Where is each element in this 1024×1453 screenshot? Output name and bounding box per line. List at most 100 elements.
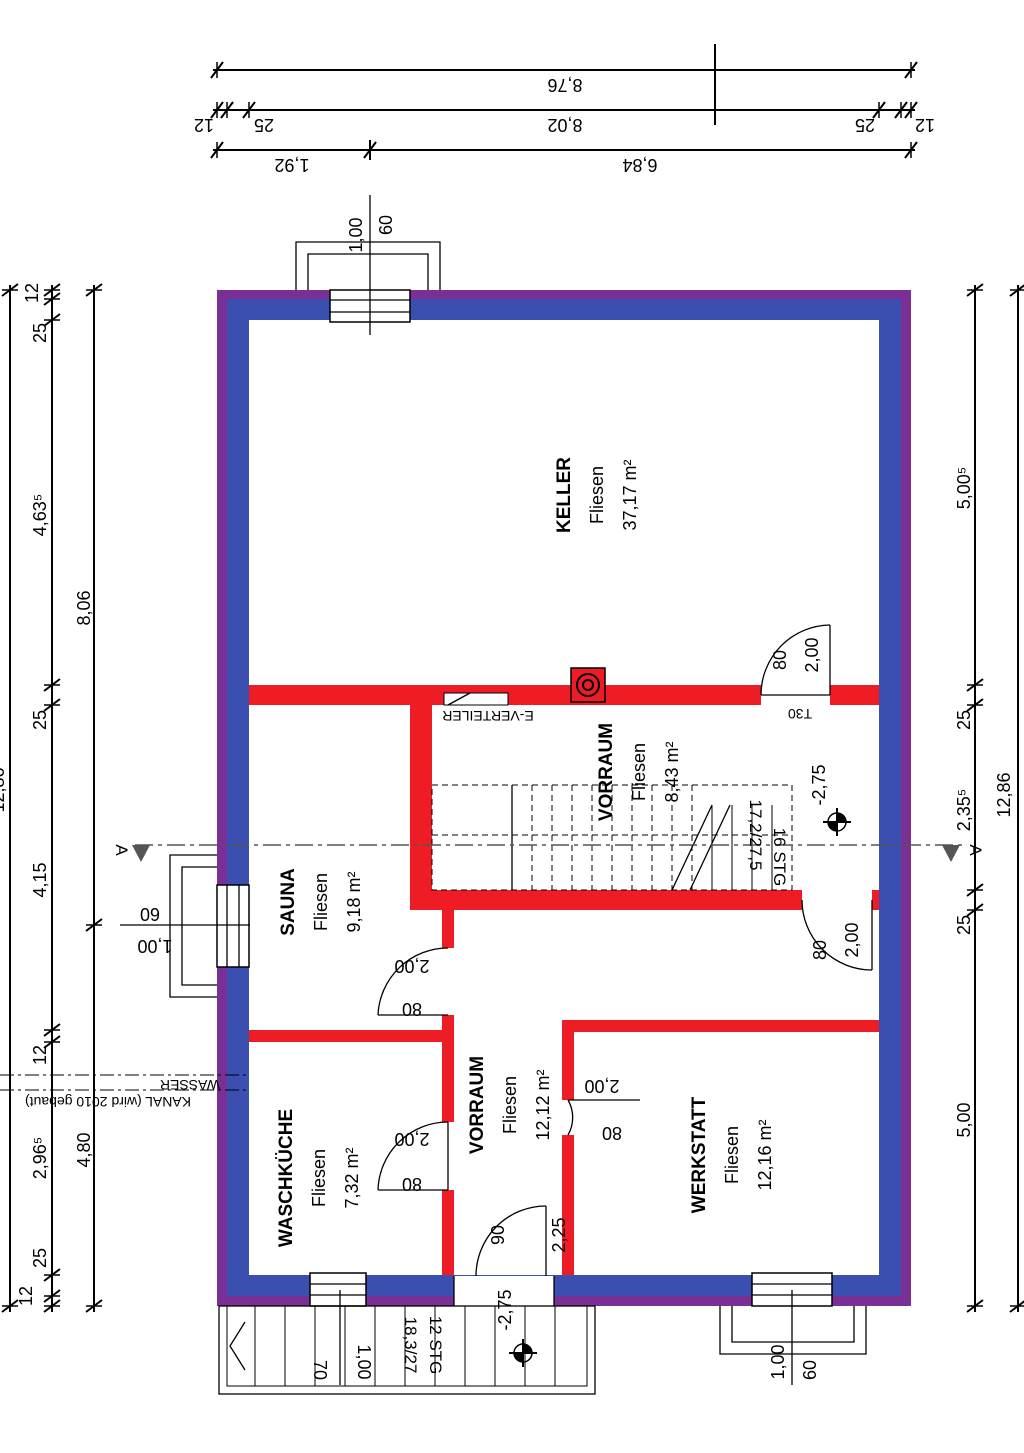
window-sauna (169, 854, 250, 998)
dim-top-r3-right: 6,84 (622, 155, 657, 175)
entry-opening (454, 1276, 554, 1306)
main-stair-treads (531, 785, 773, 890)
level-top-label: -2,75 (809, 764, 829, 805)
dim-left-s4: 25 (30, 710, 50, 730)
wall-vorraum-south (410, 890, 802, 910)
window-sauna-a: 1,00 (137, 936, 172, 956)
stairs-main-ratio: 17,2/27,5 (746, 800, 765, 871)
dim-top-r2-a: 25 (254, 115, 274, 135)
room-vorraum-bottom-name: VORRAUM (467, 1056, 488, 1154)
dim-top-total: 8,76 (547, 75, 582, 95)
e-verteiler-label: E-VERTEILER (442, 708, 534, 724)
door-vorraum-height: 2,00 (842, 922, 862, 957)
dim-ticks-right (966, 283, 1024, 1313)
door-entry-height: 2,25 (549, 1217, 569, 1252)
door-keller-width: 80 (770, 650, 790, 670)
room-sauna-area: 9,18 m² (344, 871, 364, 932)
window-top-a: 1,00 (346, 217, 366, 252)
wall-werkstatt-west-lower (562, 1135, 574, 1275)
room-keller-area: 37,17 m² (620, 459, 640, 530)
dim-left-s6: 12 (30, 1045, 50, 1065)
room-sauna-floor: Fliesen (311, 873, 331, 931)
dim-left-mid-upper: 8,06 (74, 590, 94, 625)
door-waschkueche[interactable] (377, 1121, 449, 1191)
dim-right-s4: 25 (954, 915, 974, 935)
room-waschkueche-area: 7,32 m² (342, 1147, 362, 1208)
dims-right (974, 285, 1019, 1312)
window-sauna-b: 60 (140, 904, 160, 924)
kanal-label: KANAL (wird 2010 gebaut) (25, 1094, 191, 1110)
dim-left-s1: 12 (22, 283, 42, 303)
e-verteiler-box (443, 692, 509, 706)
dim-ticks-top (210, 61, 918, 159)
door-vorraum-width: 80 (810, 940, 830, 960)
door-werk-width: 80 (602, 1123, 622, 1143)
t30-label: T30 (788, 706, 812, 722)
dims-left (9, 285, 95, 1312)
stairs-main-count: 16 STG (770, 828, 789, 887)
wall-sauna-south (249, 1030, 449, 1042)
level-bottom-label: -2,75 (495, 1289, 515, 1330)
window-right-b: 60 (800, 1360, 820, 1380)
dim-top-r2-b: 25 (855, 115, 875, 135)
wall-wasch-east (442, 1040, 454, 1122)
section-a-left-label: A (112, 844, 131, 856)
wall-vorraum-west (410, 705, 432, 910)
room-waschkueche-name: WASCHKÜCHE (276, 1109, 297, 1247)
wasser-label: WASSER (160, 1077, 220, 1093)
dim-left-total: 12,86 (0, 767, 8, 812)
dim-ticks-left (1, 283, 103, 1313)
dim-top-r2-left: 12 (194, 115, 214, 135)
stairs-entry-count: 12 STG (426, 1316, 445, 1375)
window-top-b: 60 (376, 215, 396, 235)
section-a-right-label: A (966, 844, 985, 856)
wall-vorraum-south-right (872, 890, 879, 910)
room-vorraum-top-area: 8,43 m² (662, 741, 682, 802)
room-keller-floor: Fliesen (587, 466, 607, 524)
dim-left-s7: 2,96⁵ (30, 1137, 50, 1180)
window-left-a: 1,00 (354, 1344, 374, 1379)
chimney (570, 667, 606, 703)
section-arrow-left (132, 845, 150, 862)
dim-right-s2: 25 (954, 710, 974, 730)
door-entry[interactable] (475, 1205, 547, 1277)
level-marker-bottom (509, 1339, 537, 1367)
room-vorraum-top-floor: Fliesen (629, 743, 649, 801)
wall-sauna-east (442, 910, 454, 948)
dim-left-s8: 25 (30, 1248, 50, 1268)
dim-left-s2: 25 (30, 323, 50, 343)
door-sauna-height: 2,00 (394, 956, 429, 976)
door-wasch-width: 80 (402, 1174, 422, 1194)
room-waschkueche-floor: Fliesen (309, 1149, 329, 1207)
section-arrow-right (942, 845, 960, 862)
dim-top-r2-right: 12 (915, 115, 935, 135)
room-vorraum-top-name: VORRAUM (596, 723, 617, 821)
door-wasch-height: 2,00 (394, 1129, 429, 1149)
room-vorraum-bottom-area: 12,12 m² (533, 1069, 553, 1140)
stairs-entry-ratio: 18,3/27 (401, 1317, 420, 1374)
wall-wasch-east-lower (442, 1190, 454, 1275)
dim-right-s5: 5,00 (954, 1102, 974, 1137)
room-werkstatt-name: WERKSTATT (689, 1096, 710, 1213)
room-sauna-name: SAUNA (278, 868, 299, 936)
room-vorraum-bottom-floor: Fliesen (500, 1076, 520, 1134)
floor-interior (249, 320, 879, 1275)
room-keller-name: KELLER (554, 457, 575, 533)
wall-werkstatt-west (562, 1020, 574, 1100)
room-werkstatt-floor: Fliesen (722, 1126, 742, 1184)
dim-left-s3: 4,63⁵ (30, 494, 50, 537)
level-marker-top (823, 808, 851, 836)
dim-right-s1: 5,00⁵ (954, 467, 974, 510)
door-keller[interactable] (760, 624, 831, 696)
dim-top-r2-mid: 8,02 (547, 115, 582, 135)
window-waschkueche (309, 1272, 367, 1307)
door-werkstatt[interactable] (567, 1099, 640, 1136)
window-right-a: 1,00 (768, 1344, 788, 1379)
dims-top (213, 44, 915, 160)
door-vorraum-top[interactable] (801, 899, 873, 971)
window-left-b: 70 (310, 1360, 330, 1380)
door-sauna[interactable] (377, 947, 449, 1016)
door-sauna-width: 80 (402, 999, 422, 1019)
dim-top-r3-left: 1,92 (274, 155, 309, 175)
door-entry-width: 90 (488, 1225, 508, 1245)
